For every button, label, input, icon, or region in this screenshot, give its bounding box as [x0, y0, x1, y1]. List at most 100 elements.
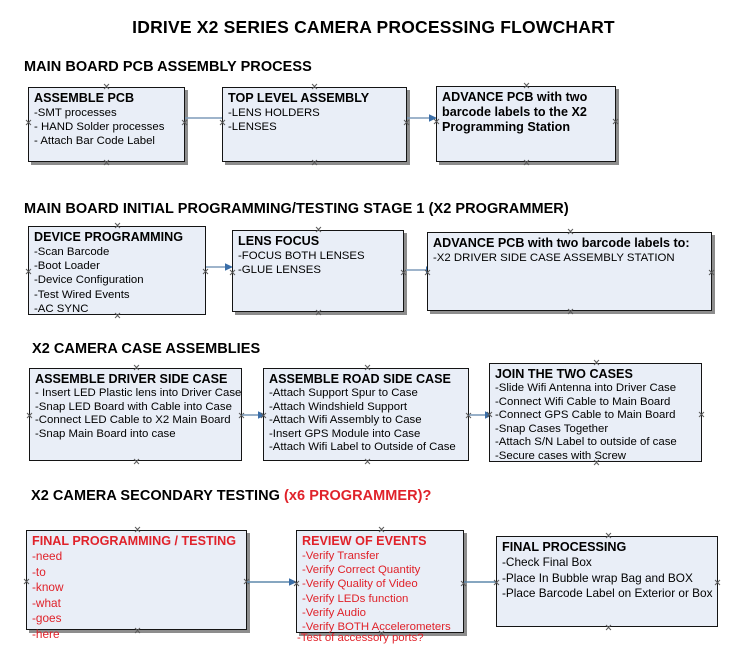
connection-handle [714, 579, 721, 586]
node-line: -Snap Cases Together [495, 422, 609, 435]
section-header-text: MAIN BOARD INITIAL PROGRAMMING/TESTING S… [24, 201, 569, 217]
node-assemble-driver-side-case[interactable]: ASSEMBLE DRIVER SIDE CASE - Insert LED P… [29, 368, 242, 461]
node-line: -GLUE LENSES [238, 264, 321, 277]
section-header-text: X2 CAMERA CASE ASSEMBLIES [32, 341, 261, 357]
node-line: -Verify Quality of Video [302, 578, 418, 591]
connection-handle [311, 159, 318, 166]
connection-handle [134, 526, 141, 533]
node-line: -Check Final Box [502, 555, 592, 569]
connection-handle [523, 159, 530, 166]
connection-handle [25, 268, 32, 275]
node-line: -Attach Windshield Support [269, 400, 408, 413]
node-final-processing[interactable]: FINAL PROCESSING -Check Final Box -Place… [496, 536, 718, 627]
node-title: ADVANCE PCB with two barcode labels to t… [442, 90, 588, 134]
node-line: -Attach Support Spur to Case [269, 387, 418, 399]
node-title: DEVICE PROGRAMMING [34, 230, 184, 244]
connection-handle [567, 228, 574, 235]
node-line: - HAND Solder processes [34, 121, 165, 134]
node-line: -Place Barcode Label on Exterior or Box [502, 586, 713, 601]
node-line: -Attach S/N Label to outside of case [495, 436, 677, 449]
connection-handle [612, 118, 619, 125]
section-header-main-board-pcb-assembly: MAIN BOARD PCB ASSEMBLY PROCESS [24, 59, 312, 75]
node-line: -Attach Wifi Assembly to Case [269, 414, 422, 427]
node-line: -LENSES [228, 121, 277, 134]
node-line: -Connect Wifi Cable to Main Board [495, 395, 671, 408]
node-line: - Attach Bar Code Label [34, 135, 155, 148]
node-line: -Snap Main Board into case [35, 427, 176, 440]
connection-handle [23, 578, 30, 585]
node-line: -X2 DRIVER SIDE CASE ASSEMBLY STATION [433, 252, 675, 264]
section-header-text: X2 CAMERA SECONDARY TESTING [31, 488, 285, 504]
node-line: -LENS HOLDERS [228, 107, 320, 119]
node-line: -Verify Correct Quantity [302, 564, 421, 577]
arrow-driver-side-case-to-road-side-case [242, 411, 266, 419]
node-line: -Insert GPS Module into Case [269, 427, 421, 440]
node-title: TOP LEVEL ASSEMBLY [228, 91, 370, 105]
arrow-top-level-assembly-to-advance-pcb [407, 114, 437, 122]
connection-handle [698, 411, 705, 418]
node-line: -Test Wired Events [34, 288, 130, 301]
connection-handle [523, 82, 530, 89]
node-line: -Secure cases with Screw [495, 449, 627, 462]
node-line: -goes [32, 611, 62, 626]
node-line: -to [32, 564, 46, 579]
node-lens-focus[interactable]: LENS FOCUS -FOCUS BOTH LENSES -GLUE LENS… [232, 230, 404, 312]
node-line: - Insert LED Plastic lens into Driver Ca… [35, 387, 242, 399]
node-advance-pcb-to-driver-side-case[interactable]: ADVANCE PCB with two barcode labels to: … [427, 232, 712, 311]
node-line: -SMT processes [34, 107, 117, 119]
section-header-x2-camera-secondary-testing: X2 CAMERA SECONDARY TESTING (x6 PROGRAMM… [31, 488, 431, 504]
connection-handle [25, 119, 32, 126]
node-line: -Device Configuration [34, 274, 144, 287]
node-advance-pcb-to-programming-station[interactable]: ADVANCE PCB with two barcode labels to t… [436, 86, 616, 162]
section-header-text: MAIN BOARD PCB ASSEMBLY PROCESS [24, 59, 312, 75]
node-line: -Place In Bubble wrap Bag and BOX [502, 570, 693, 585]
node-assemble-road-side-case[interactable]: ASSEMBLE ROAD SIDE CASE -Attach Support … [263, 368, 469, 461]
node-line: -Connect GPS Cable to Main Board [495, 409, 676, 422]
node-title: ASSEMBLE DRIVER SIDE CASE [35, 372, 228, 386]
section-header-main-board-initial-programming: MAIN BOARD INITIAL PROGRAMMING/TESTING S… [24, 201, 569, 217]
arrow-device-programming-to-lens-focus [206, 263, 233, 271]
node-line: -Verify LEDs function [302, 592, 409, 605]
node-title: ASSEMBLE PCB [34, 91, 135, 105]
node-line: -know [32, 580, 64, 595]
connection-handle [378, 526, 385, 533]
node-review-of-events-overflow-line: -Test of accessory ports? [297, 632, 424, 644]
connection-handle [311, 83, 318, 90]
node-line: -Scan Barcode [34, 246, 110, 258]
connection-handle [593, 359, 600, 366]
node-title: FINAL PROCESSING [502, 540, 627, 554]
node-join-the-two-cases[interactable]: JOIN THE TWO CASES -Slide Wifi Antenna i… [489, 363, 702, 462]
node-line: -need [32, 549, 63, 563]
node-title: JOIN THE TWO CASES [495, 367, 633, 381]
connection-handle [133, 458, 140, 465]
node-title: LENS FOCUS [238, 234, 320, 248]
page-title: IDRIVE X2 SERIES CAMERA PROCESSING FLOWC… [132, 17, 615, 37]
node-title: ASSEMBLE ROAD SIDE CASE [269, 372, 451, 386]
connection-handle [364, 364, 371, 371]
node-final-programming-testing[interactable]: FINAL PROGRAMMING / TESTING -need -to -k… [23, 530, 247, 641]
node-line: -what [32, 595, 61, 610]
node-title: REVIEW OF EVENTS [302, 534, 427, 548]
connection-handle [26, 412, 33, 419]
connection-handle [133, 364, 140, 371]
arrow-final-programming-to-review-of-events [247, 578, 297, 586]
node-line: -Verify Audio [302, 606, 366, 619]
node-top-level-assembly[interactable]: TOP LEVEL ASSEMBLY -LENS HOLDERS -LENSES [222, 87, 407, 162]
connection-handle [103, 83, 110, 90]
connection-handle [114, 222, 121, 229]
node-title: FINAL PROGRAMMING / TESTING [32, 534, 237, 548]
connection-handle [567, 308, 574, 315]
connection-handle [364, 458, 371, 465]
node-review-of-events[interactable]: REVIEW OF EVENTS -Verify Transfer -Verif… [296, 530, 464, 633]
node-line: -FOCUS BOTH LENSES [238, 250, 365, 262]
connection-handle [315, 226, 322, 233]
connection-handle [708, 269, 715, 276]
node-line: -AC SYNC [34, 302, 89, 315]
node-line: -Attach Wifi Label to Outside of Case [269, 441, 456, 454]
node-line: -here [32, 626, 60, 641]
connection-handle [605, 532, 612, 539]
node-device-programming[interactable]: DEVICE PROGRAMMING -Scan Barcode -Boot L… [28, 226, 206, 315]
node-assemble-pcb[interactable]: ASSEMBLE PCB -SMT processes - HAND Solde… [28, 87, 185, 162]
node-line: -Connect LED Cable to X2 Main Board [35, 414, 231, 427]
